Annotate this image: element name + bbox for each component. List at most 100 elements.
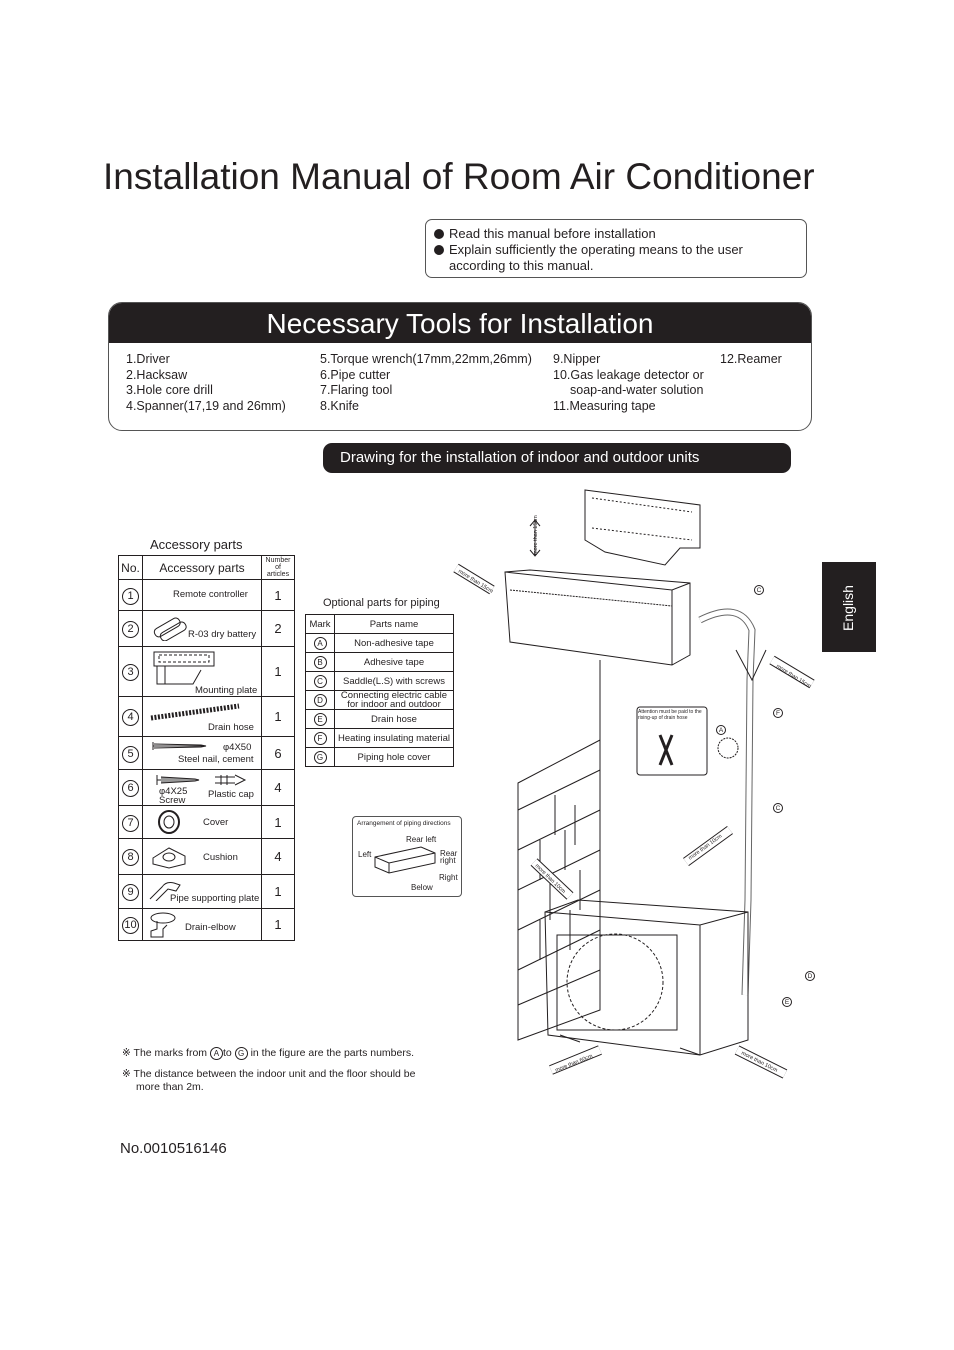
- dist-label-top: more than 15cm: [533, 515, 539, 555]
- footnote-marks-a: ※ The marks from: [122, 1047, 208, 1059]
- notes-box: Read this manual before installation Exp…: [425, 219, 807, 278]
- part-qty: 4: [261, 838, 295, 875]
- document-number: No.0010516146: [120, 1140, 227, 1157]
- tool-item: 10.Gas leakage detector or: [553, 367, 704, 382]
- mark-letter: G: [313, 750, 327, 764]
- footnote-distance: ※ The distance between the indoor unit a…: [122, 1068, 415, 1094]
- part-qty: 1: [261, 579, 295, 611]
- row-number: 4: [122, 709, 139, 726]
- part-name: Saddle(L.S) with screws: [334, 671, 454, 691]
- part-label: Cushion: [203, 852, 238, 863]
- piping-rear-left: Rear left: [406, 835, 437, 844]
- note-explain: Explain sufficiently the operating means…: [434, 242, 798, 258]
- table-row: 4 Drain hose 1: [118, 696, 295, 737]
- tool-item: 9.Nipper: [553, 352, 601, 366]
- cushion-icon: [152, 847, 186, 869]
- mark-c-mid: C: [776, 805, 781, 812]
- tool-item: 11.Measuring tape: [553, 398, 656, 413]
- accessory-table: No. Accessory parts Number of articles 1…: [118, 555, 295, 941]
- col-mark-header: Mark: [305, 614, 335, 634]
- col-no-header: No.: [118, 555, 143, 580]
- part-size: φ4X50: [223, 742, 252, 753]
- part-name: Non-adhesive tape: [334, 633, 454, 653]
- piping-title: Arrangement of piping directions: [357, 820, 451, 827]
- tool-item: 2.Hacksaw: [126, 367, 188, 382]
- attention-box: [636, 706, 708, 776]
- part-label: Steel nail, cement: [178, 754, 254, 765]
- qty-header-line: articles: [266, 571, 290, 578]
- tool-item: 4.Spanner(17,19 and 26mm): [126, 398, 286, 413]
- qty-header-line: of: [275, 564, 281, 571]
- table-row: 5 φ4X50 Steel nail, cement 6: [118, 736, 295, 770]
- mark-c-top: C: [757, 587, 762, 594]
- piping-left: Left: [358, 850, 372, 859]
- mark-letter: B: [313, 655, 327, 669]
- tools-heading: Necessary Tools for Installation: [109, 303, 811, 343]
- part-name: Adhesive tape: [334, 652, 454, 672]
- drain-hose-icon: [150, 703, 240, 721]
- drain-elbow-icon: [150, 912, 176, 938]
- part-qty: 1: [261, 696, 295, 737]
- footnote-mark-a: A: [209, 1047, 223, 1060]
- table-row: 8 Cushion 4: [118, 838, 295, 875]
- part-label: Cover: [203, 817, 229, 828]
- table-row: C Saddle(L.S) with screws: [305, 671, 454, 691]
- tool-item: 12.Reamer: [720, 352, 782, 366]
- part-label: Mounting plate: [195, 685, 258, 696]
- mark-letter: E: [313, 712, 327, 726]
- piping-below: Below: [411, 883, 433, 892]
- outdoor-unit-drawing: [544, 899, 749, 1056]
- tool-item: 7.Flaring tool: [320, 383, 393, 397]
- part-qty: 1: [261, 908, 295, 941]
- part-label: Drain-elbow: [185, 922, 236, 933]
- footnote-distance-line1: ※ The distance between the indoor unit a…: [122, 1068, 416, 1080]
- accessory-heading: Accessory parts: [150, 537, 243, 552]
- note-read: Read this manual before installation: [434, 226, 798, 242]
- mounting-plate-icon: [153, 651, 215, 685]
- part-name: Heating insulating material: [334, 728, 454, 748]
- table-row: 6 φ4X25 Screw Plastic cap 4: [118, 769, 295, 806]
- dist-label-back: more than 10cm: [740, 1050, 779, 1074]
- language-tab: English: [822, 562, 876, 652]
- mark-letter: F: [313, 731, 327, 745]
- tool-item: 5.Torque wrench(17mm,22mm,26mm): [320, 352, 532, 366]
- tools-col-1: 1.Driver 2.Hacksaw 3.Hole core drill 4.S…: [126, 352, 286, 414]
- part-qty: 1: [261, 874, 295, 909]
- part-qty: 2: [261, 610, 295, 647]
- tools-col-2: 5.Torque wrench(17mm,22mm,26mm) 6.Pipe c…: [320, 352, 532, 414]
- mark-a: A: [719, 727, 724, 734]
- dist-label-side: more than 10cm: [688, 833, 724, 861]
- row-number: 5: [122, 745, 139, 763]
- piping-directions-box: Arrangement of piping directions Rear le…: [352, 816, 462, 897]
- tool-item: 3.Hole core drill: [126, 383, 213, 397]
- table-row: 10 Drain-elbow 1: [118, 908, 295, 941]
- dist-label-left: more than 15cm: [457, 569, 494, 595]
- mark-letter: C: [313, 674, 327, 688]
- part-label: R-03 dry battery: [188, 629, 257, 640]
- qty-header-line: Number: [265, 557, 291, 564]
- language-label: English: [840, 585, 856, 631]
- part-label: Drain hose: [208, 722, 254, 733]
- part-label: Plastic cap: [208, 789, 254, 800]
- cover-icon: [158, 810, 180, 834]
- optional-heading: Optional parts for piping: [323, 597, 440, 609]
- footnote-mark-g: G: [234, 1047, 248, 1060]
- row-number: 2: [122, 621, 139, 638]
- col-name-header: Accessory parts: [142, 555, 262, 580]
- row-number: 1: [122, 587, 139, 605]
- table-row: 7 Cover 1: [118, 805, 295, 839]
- tools-col-4: 12.Reamer: [720, 352, 782, 368]
- row-number: 10: [122, 917, 139, 934]
- indoor-unit-drawing: [504, 569, 691, 666]
- mark-d: D: [808, 973, 813, 980]
- tool-item: 1.Driver: [126, 352, 170, 366]
- piping-rear-right: Rear right: [440, 849, 458, 865]
- col-name-header: Parts name: [334, 614, 454, 634]
- part-qty: 4: [261, 769, 295, 806]
